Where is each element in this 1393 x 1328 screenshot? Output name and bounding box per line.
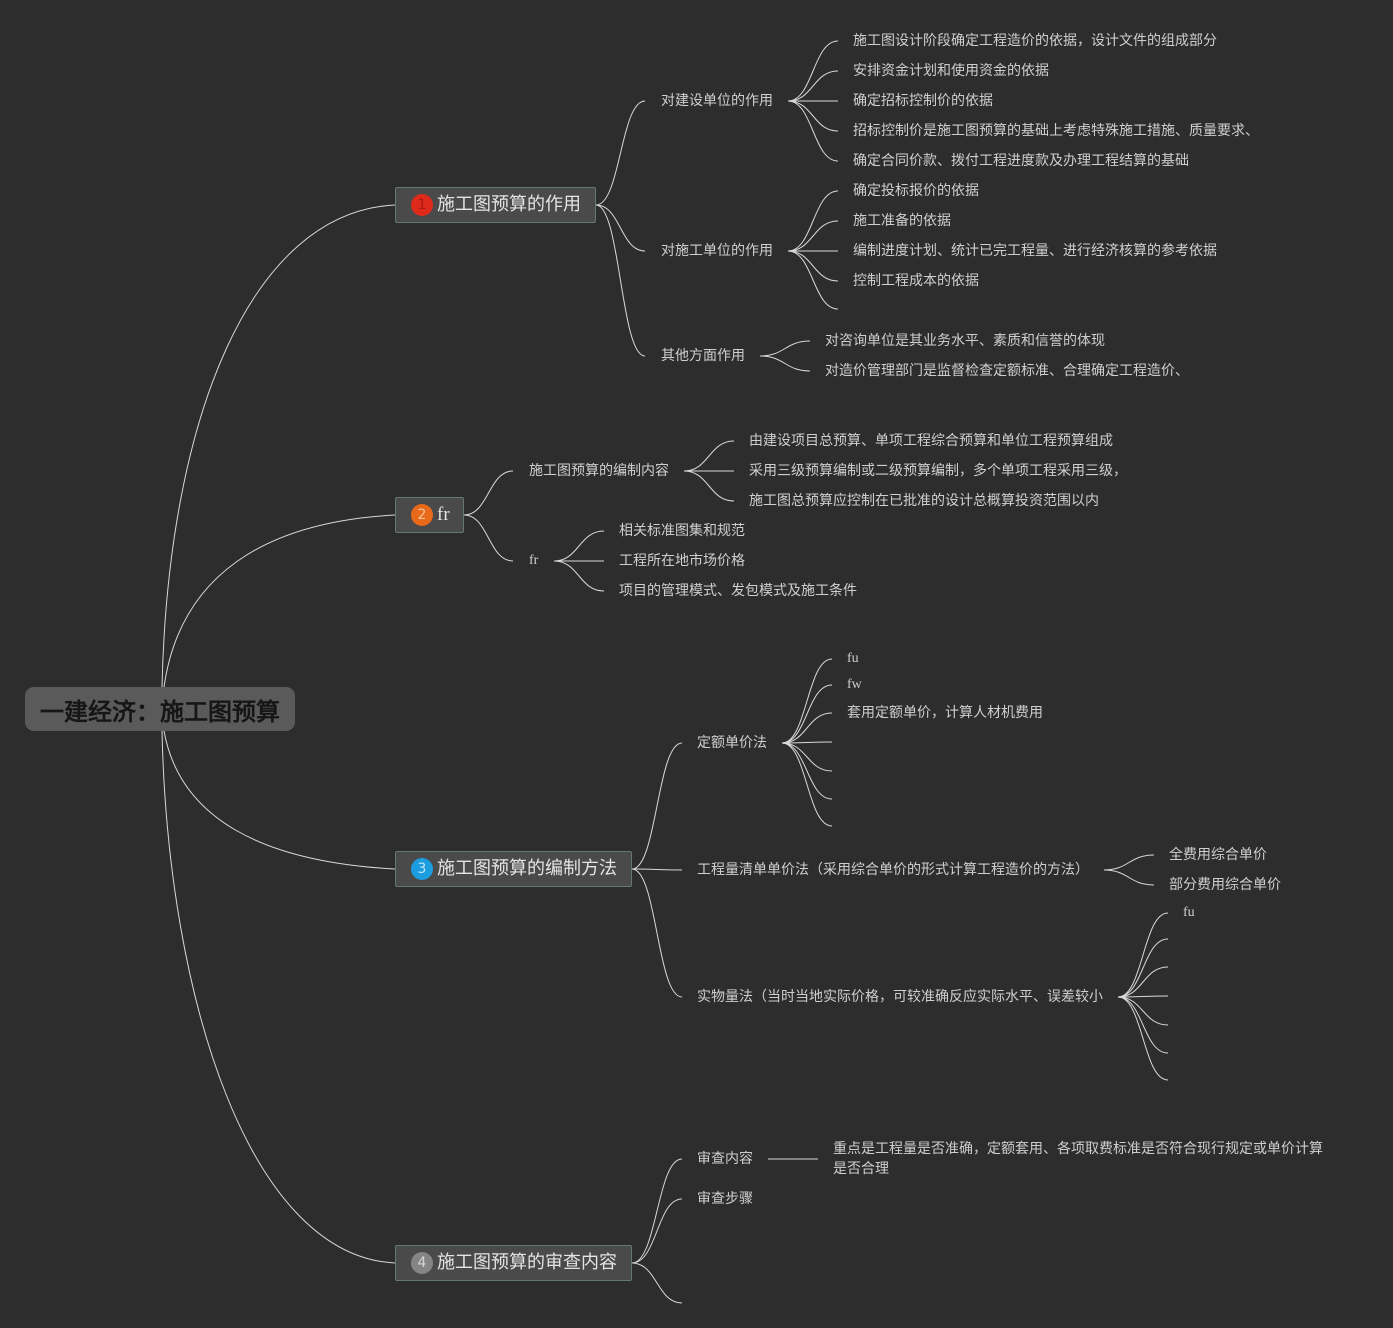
sub-connector — [1117, 996, 1169, 1026]
sub-connector — [1117, 938, 1169, 998]
central-connector — [163, 514, 396, 688]
main-topic-4[interactable]: 4 施工图预算的审查内容 — [395, 1245, 632, 1281]
leaf-topic[interactable]: fu — [1183, 905, 1195, 920]
sub-connector — [1117, 966, 1169, 998]
subtopic[interactable]: 定额单价法 — [697, 735, 767, 751]
sub-connector — [787, 220, 839, 252]
sub-connector — [1103, 869, 1155, 886]
sub-connector — [787, 250, 839, 282]
leaf-topic[interactable]: 全费用综合单价 — [1169, 847, 1267, 863]
main-topic-label: 施工图预算的作用 — [437, 194, 581, 215]
main-topic-2[interactable]: 2 fr — [395, 497, 464, 533]
central-connector — [161, 204, 396, 688]
sub-connector — [1117, 912, 1169, 998]
sub-connector — [1103, 854, 1155, 871]
main-connector — [595, 204, 646, 252]
sub-connector — [1117, 995, 1169, 998]
leaf-topic[interactable]: fu — [847, 651, 859, 666]
leaf-topic[interactable]: 相关标准图集和规范 — [619, 523, 745, 539]
leaf-topic[interactable]: 编制进度计划、统计已完工程量、进行经济核算的参考依据 — [853, 243, 1217, 259]
sub-connector — [787, 250, 839, 310]
subtopic[interactable]: fr — [529, 553, 539, 568]
priority-3-icon[interactable]: 3 — [411, 858, 433, 880]
sub-connector — [1117, 996, 1169, 1054]
sub-connector — [781, 742, 833, 827]
sub-connector — [787, 70, 839, 102]
leaf-topic[interactable]: 套用定额单价，计算人材机费用 — [847, 705, 1043, 721]
subtopic[interactable]: 对施工单位的作用 — [661, 243, 773, 259]
main-connector — [631, 868, 683, 871]
main-connector — [595, 204, 646, 357]
sub-connector — [781, 741, 833, 744]
main-topic-label: fr — [437, 504, 450, 525]
subtopic[interactable]: 审查内容 — [697, 1151, 753, 1167]
sub-connector — [787, 100, 839, 162]
sub-connector — [683, 440, 735, 472]
leaf-topic[interactable]: 确定招标控制价的依据 — [853, 93, 993, 109]
sub-connector — [781, 742, 833, 800]
subtopic[interactable]: 对建设单位的作用 — [661, 93, 773, 109]
sub-connector — [781, 742, 833, 772]
main-topic-label: 施工图预算的审查内容 — [437, 1252, 617, 1273]
sub-connector — [787, 100, 839, 132]
leaf-topic[interactable]: 安排资金计划和使用资金的依据 — [853, 63, 1049, 79]
sub-connector — [553, 530, 605, 562]
leaf-topic[interactable]: 工程所在地市场价格 — [619, 553, 745, 569]
main-connector — [631, 1262, 683, 1304]
sub-connector — [781, 684, 833, 744]
sub-connector — [553, 560, 605, 592]
leaf-topic[interactable]: 重点是工程量是否准确，定额套用、各项取费标准是否符合现行规定或单价计算是否合理 — [833, 1141, 1323, 1177]
sub-connector — [781, 658, 833, 744]
leaf-topic[interactable]: 确定合同价款、拨付工程进度款及办理工程结算的基础 — [853, 153, 1189, 169]
main-connector — [631, 742, 683, 870]
subtopic[interactable]: 工程量清单单价法（采用综合单价的形式计算工程造价的方法） — [697, 862, 1089, 878]
sub-connector — [1117, 996, 1169, 1081]
leaf-topic[interactable]: 项目的管理模式、发包模式及施工条件 — [619, 583, 857, 599]
main-connector — [631, 868, 683, 998]
priority-1-icon[interactable]: 1 — [411, 194, 433, 216]
main-connector — [631, 1198, 683, 1264]
subtopic[interactable]: 施工图预算的编制内容 — [529, 463, 669, 479]
main-connector — [463, 470, 514, 516]
central-topic[interactable]: 一建经济：施工图预算 — [25, 687, 295, 731]
leaf-topic[interactable]: 施工图总预算应控制在已批准的设计总概算投资范围以内 — [749, 493, 1099, 509]
subtopic[interactable]: 实物量法（当时当地实际价格，可较准确反应实际水平、误差较小 — [697, 989, 1103, 1005]
leaf-topic[interactable]: 控制工程成本的依据 — [853, 273, 979, 289]
leaf-topic[interactable]: fw — [847, 677, 862, 692]
subtopic[interactable]: 审查步骤 — [697, 1191, 753, 1207]
leaf-topic[interactable]: 对造价管理部门是监督检查定额标准、合理确定工程造价、 — [825, 363, 1189, 379]
main-connector — [463, 514, 514, 562]
leaf-topic[interactable]: 施工图设计阶段确定工程造价的依据，设计文件的组成部分 — [853, 33, 1217, 49]
central-connector — [161, 730, 396, 1264]
main-connector — [631, 1158, 683, 1264]
leaf-topic[interactable]: 采用三级预算编制或二级预算编制，多个单项工程采用三级， — [749, 463, 1127, 479]
main-topic-label: 施工图预算的编制方法 — [437, 858, 617, 879]
leaf-topic[interactable]: 部分费用综合单价 — [1169, 877, 1281, 893]
leaf-topic[interactable]: 确定投标报价的依据 — [853, 183, 979, 199]
main-connector — [595, 100, 646, 206]
priority-2-icon[interactable]: 2 — [411, 504, 433, 526]
central-connector — [163, 730, 396, 870]
leaf-topic[interactable]: 对咨询单位是其业务水平、素质和信誉的体现 — [825, 333, 1105, 349]
sub-connector — [781, 712, 833, 744]
sub-connector — [759, 355, 811, 372]
leaf-topic[interactable]: 招标控制价是施工图预算的基础上考虑特殊施工措施、质量要求、 — [853, 123, 1259, 139]
sub-connector — [683, 470, 735, 502]
leaf-topic[interactable]: 施工准备的依据 — [853, 213, 951, 229]
sub-connector — [759, 340, 811, 357]
leaf-topic[interactable]: 由建设项目总预算、单项工程综合预算和单位工程预算组成 — [749, 433, 1113, 449]
subtopic[interactable]: 其他方面作用 — [661, 348, 745, 364]
sub-connector — [787, 40, 839, 102]
central-topic-label: 一建经济：施工图预算 — [40, 697, 280, 726]
main-topic-3[interactable]: 3 施工图预算的编制方法 — [395, 851, 632, 887]
priority-4-icon[interactable]: 4 — [411, 1252, 433, 1274]
sub-connector — [787, 190, 839, 252]
main-topic-1[interactable]: 1 施工图预算的作用 — [395, 187, 596, 223]
